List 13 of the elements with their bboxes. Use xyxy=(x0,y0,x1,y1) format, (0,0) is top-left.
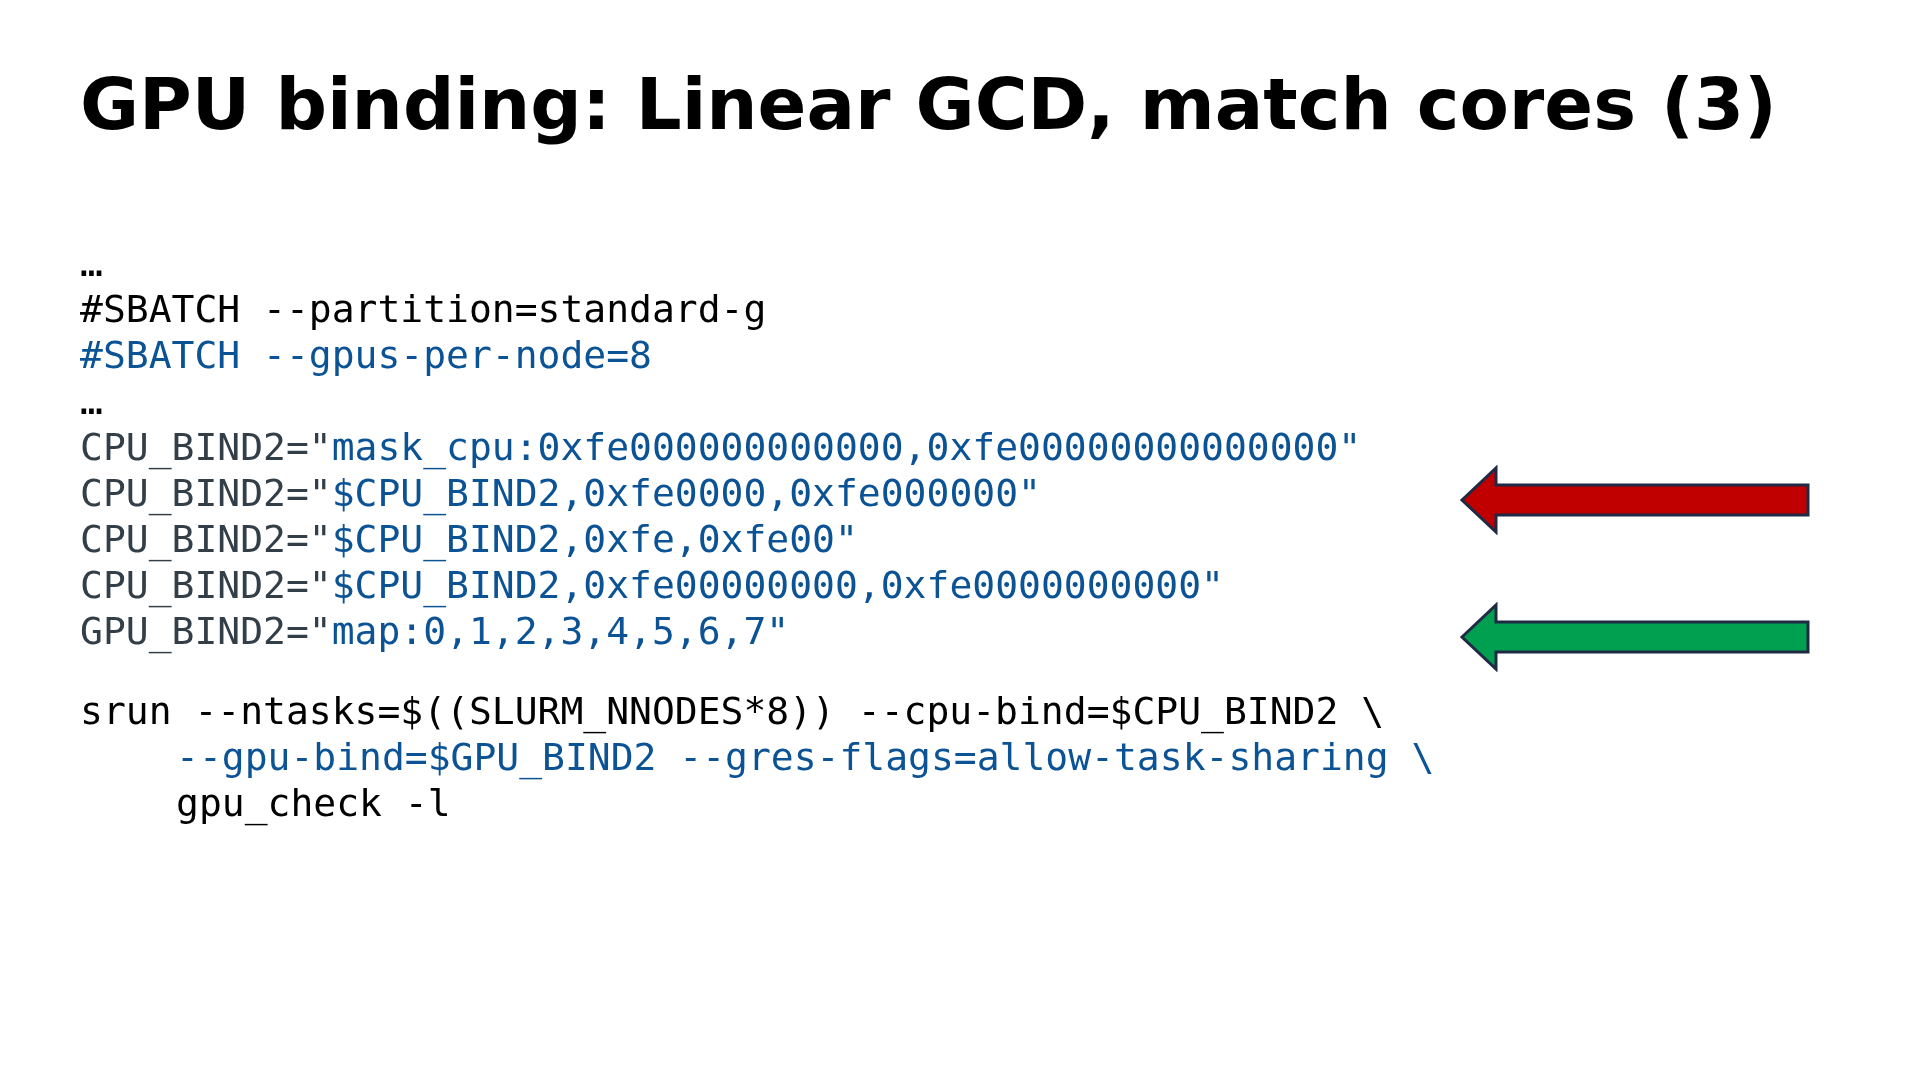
code-line: GPU_BIND2="map:0,1,2,3,4,5,6,7" xyxy=(80,608,791,654)
code-line: CPU_BIND2="mask_cpu:0xfe000000000000,0xfe00000000000000" xyxy=(80,424,1363,470)
slide-title: GPU binding: Linear GCD, match cores (3) xyxy=(80,62,1778,146)
code-line: gpu_check -l xyxy=(175,780,452,826)
code-line: … xyxy=(80,240,104,286)
code-line: … xyxy=(80,378,104,424)
code-line: #SBATCH --gpus-per-node=8 xyxy=(80,332,653,378)
code-line: --gpu-bind=$GPU_BIND2 --gres-flags=allow-task-sharing \ xyxy=(175,734,1435,780)
code-line: CPU_BIND2="$CPU_BIND2,0xfe00000000,0xfe0000000000" xyxy=(80,562,1225,608)
code-line: CPU_BIND2="$CPU_BIND2,0xfe,0xfe00" xyxy=(80,516,859,562)
code-line: #SBATCH --partition=standard-g xyxy=(80,286,768,332)
code-line: srun --ntasks=$((SLURM_NNODES*8)) --cpu-bind=$CPU_BIND2 \ xyxy=(80,688,1386,734)
code-line: CPU_BIND2="$CPU_BIND2,0xfe0000,0xfe000000" xyxy=(80,470,1042,516)
